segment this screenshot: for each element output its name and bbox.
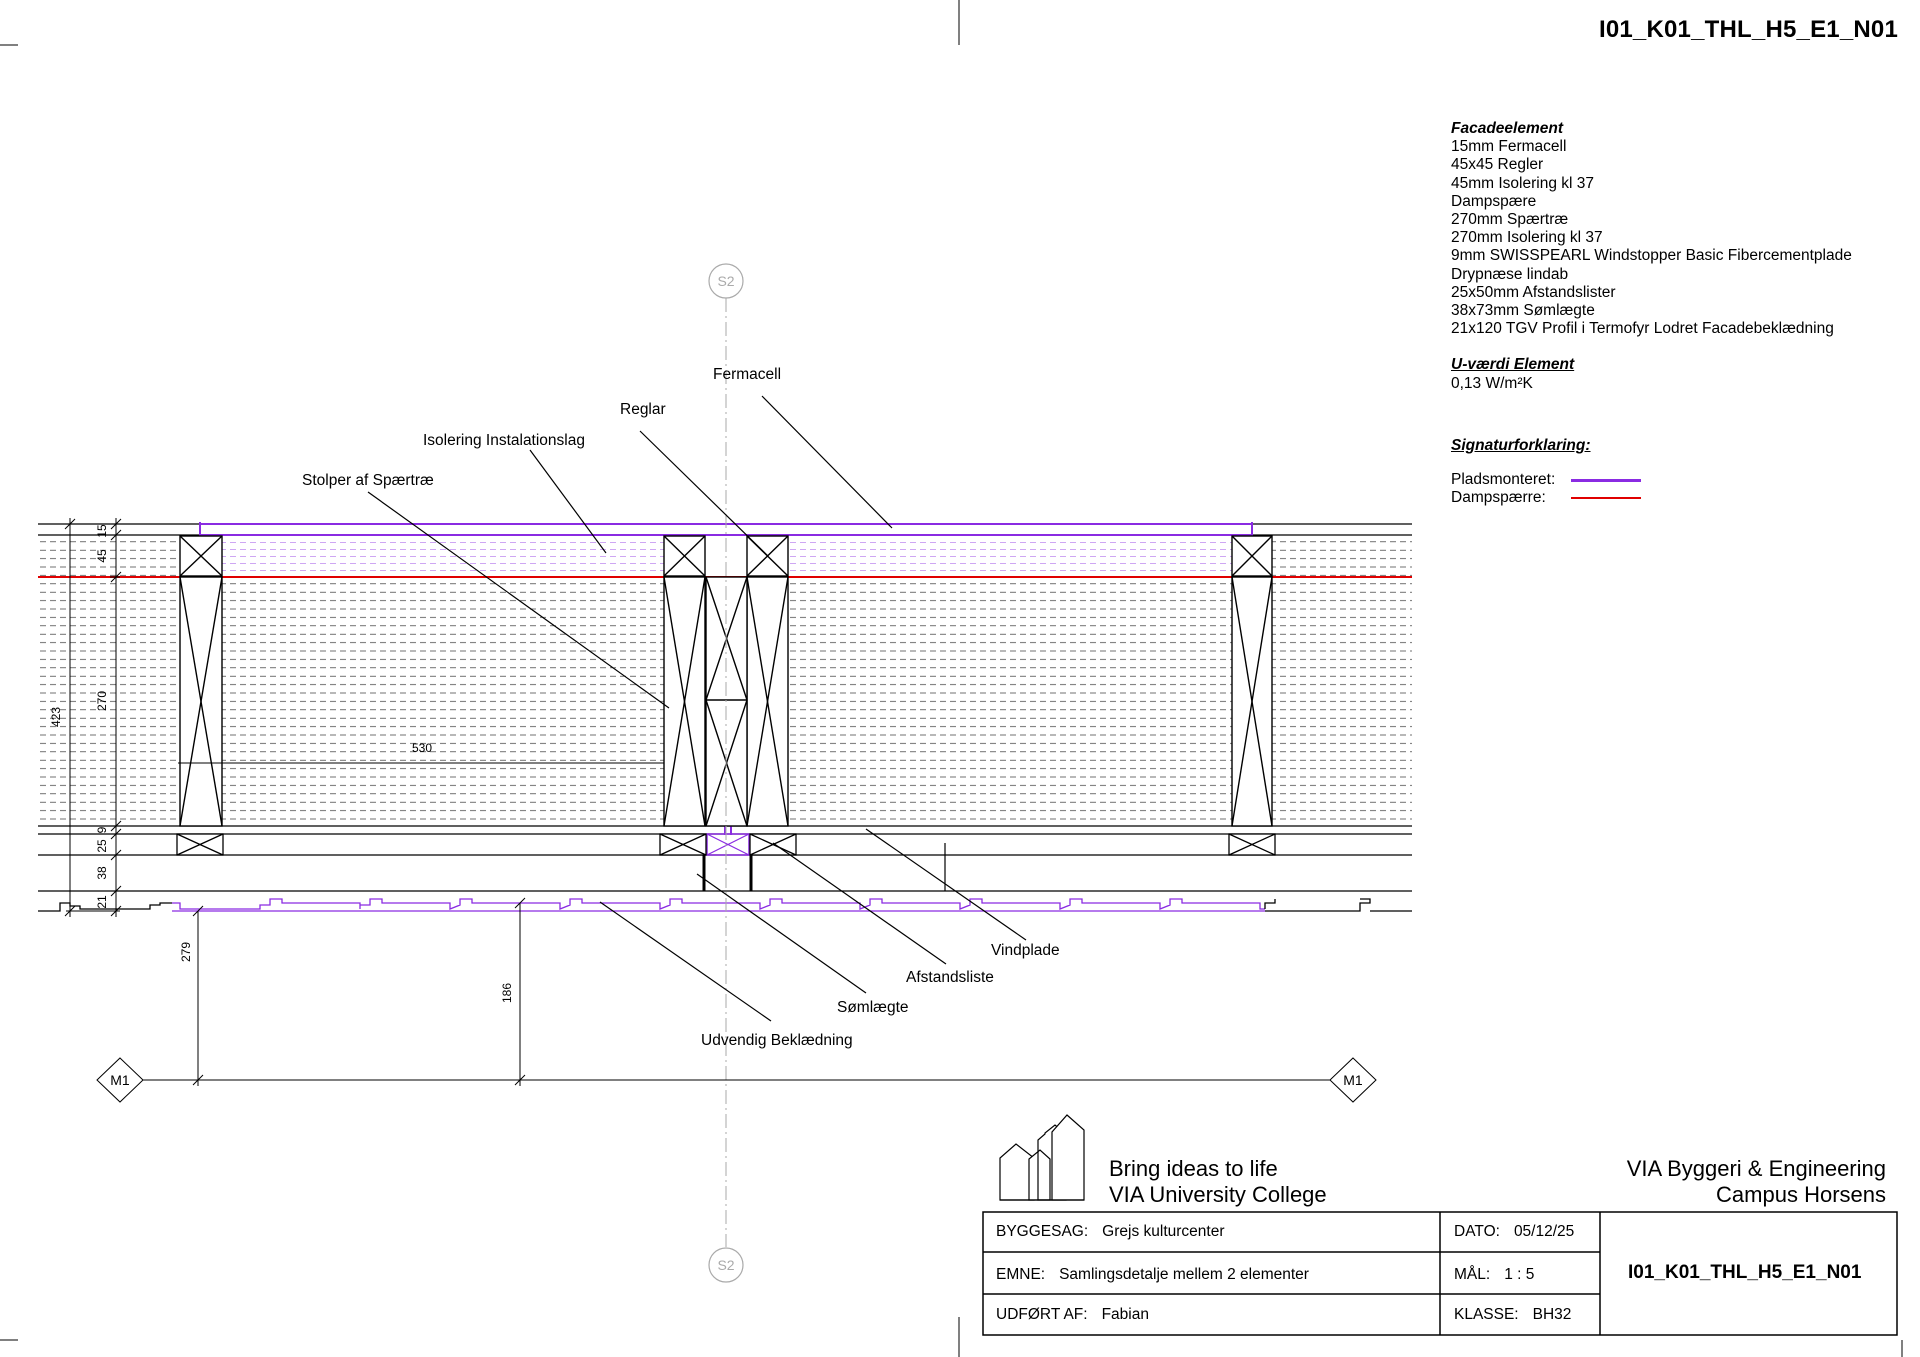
via-logo — [999, 1114, 1085, 1201]
tb-udfort-label: UDFØRT AF: — [996, 1306, 1088, 1323]
legend-row-site-mounted: Pladsmonteret: — [1451, 471, 1852, 489]
label-reglar: Reglar — [620, 401, 666, 418]
org-line1: VIA Byggeri & Engineering — [1626, 1156, 1886, 1181]
dim-25: 25 — [95, 839, 109, 853]
insulation-hatch — [38, 535, 1412, 826]
spec-layer: 270mm Spærtræ — [1451, 211, 1569, 229]
legend-row-vapour: Dampspærre: — [1451, 489, 1852, 507]
dim-9: 9 — [95, 826, 109, 833]
spec-element-heading: Facadeelement — [1451, 120, 1563, 137]
spec-layer: 9mm SWISSPEARL Windstopper Basic Fiberce… — [1451, 247, 1852, 265]
tb-code: I01_K01_THL_H5_E1_N01 — [1628, 1262, 1862, 1283]
axis-m1 — [96, 1057, 1377, 1103]
tb-dato-value: 05/12/25 — [1513, 1223, 1575, 1240]
dim-38: 38 — [95, 866, 109, 880]
legend-heading: Signaturforklaring: — [1451, 436, 1591, 454]
slogan-line1: Bring ideas to life — [1109, 1156, 1278, 1181]
label-vindplade: Vindplade — [991, 942, 1060, 959]
spec-layer: 38x73mm Sømlægte — [1451, 302, 1595, 320]
label-stolper: Stolper af Spærtræ — [302, 472, 434, 489]
dim-15: 15 — [95, 524, 109, 538]
axis-m1-left-label: M1 — [110, 1072, 130, 1088]
spec-layer: 25x50mm Afstandslister — [1451, 283, 1616, 301]
spec-layer: 45x45 Regler — [1451, 156, 1544, 174]
spec-layer: Drypnæse lindab — [1451, 265, 1569, 283]
slogan-line2: VIA University College — [1109, 1182, 1327, 1207]
tb-klasse: KLASSE: BH32 — [1454, 1306, 1571, 1324]
tb-klasse-value: BH32 — [1532, 1306, 1572, 1323]
axis-bubble-bottom — [708, 1247, 744, 1283]
spec-layer: 15mm Fermacell — [1451, 138, 1567, 156]
spec-layer: 21x120 TGV Profil i Termofyr Lodret Faca… — [1451, 320, 1834, 338]
dimension-ticks — [64, 518, 526, 1086]
tb-byggesag-label: BYGGESAG: — [996, 1223, 1089, 1240]
legend-label: Dampspærre: — [1451, 489, 1546, 507]
axis-m1-right-label: M1 — [1343, 1072, 1363, 1088]
label-fermacell: Fermacell — [713, 366, 781, 383]
axis-s2-bottom-label: S2 — [717, 1257, 734, 1273]
dim-270: 270 — [95, 691, 109, 711]
studs — [179, 535, 1273, 827]
leader-lines — [367, 395, 1027, 1022]
tb-emne-value: Samlingsdetalje mellem 2 elementer — [1059, 1266, 1309, 1283]
drawing-code-header: I01_K01_THL_H5_E1_N01 — [1598, 16, 1898, 43]
cladding — [38, 898, 1412, 912]
tb-dato: DATO: 05/12/25 — [1454, 1223, 1574, 1241]
tb-byggesag-value: Grejs kulturcenter — [1102, 1223, 1225, 1240]
label-isolering: Isolering Instalationslag — [423, 432, 585, 449]
dim-45: 45 — [95, 549, 109, 563]
tb-emne-label: EMNE: — [996, 1266, 1046, 1283]
tb-udfort: UDFØRT AF: Fabian — [996, 1306, 1149, 1324]
dim-279: 279 — [179, 942, 193, 962]
spec-layer: 45mm Isolering kl 37 — [1451, 174, 1595, 192]
tb-byggesag: BYGGESAG: Grejs kulturcenter — [996, 1223, 1225, 1241]
legend-label: Pladsmonteret: — [1451, 471, 1556, 489]
tb-dato-label: DATO: — [1454, 1223, 1500, 1240]
axis-s2-top-label: S2 — [717, 273, 734, 289]
spec-block: Facadeelement 15mm Fermacell 45x45 Regle… — [1451, 120, 1852, 507]
legend-swatch-purple — [1571, 479, 1641, 483]
spec-u-value: 0,13 W/m²K — [1451, 374, 1533, 392]
dim-21: 21 — [95, 895, 109, 909]
spacer-battens — [176, 833, 1276, 856]
tb-klasse-label: KLASSE: — [1454, 1306, 1519, 1323]
dimension-lines — [66, 518, 664, 1086]
label-udvendig: Udvendig Beklædning — [701, 1032, 853, 1049]
label-afstandsliste: Afstandsliste — [906, 969, 994, 986]
dim-186: 186 — [500, 983, 514, 1003]
dim-423: 423 — [49, 707, 63, 727]
tb-mal: MÅL: 1 : 5 — [1454, 1266, 1534, 1284]
title-block-grid — [982, 1211, 1898, 1336]
label-somlaegte: Sømlægte — [837, 999, 909, 1016]
tb-mal-value: 1 : 5 — [1504, 1266, 1535, 1283]
dim-530: 530 — [412, 741, 432, 755]
axis-bubble-top — [708, 263, 744, 299]
spec-u-heading: U-værdi Element — [1451, 356, 1575, 374]
legend-swatch-red — [1571, 497, 1641, 500]
spec-layer: Dampspære — [1451, 192, 1537, 210]
tb-udfort-value: Fabian — [1101, 1306, 1149, 1323]
tb-mal-label: MÅL: — [1454, 1266, 1491, 1283]
spec-layer: 270mm Isolering kl 37 — [1451, 229, 1603, 247]
org-line2: Campus Horsens — [1716, 1182, 1886, 1207]
tb-emne: EMNE: Samlingsdetalje mellem 2 elementer — [996, 1266, 1309, 1284]
nailing-battens — [702, 843, 946, 891]
